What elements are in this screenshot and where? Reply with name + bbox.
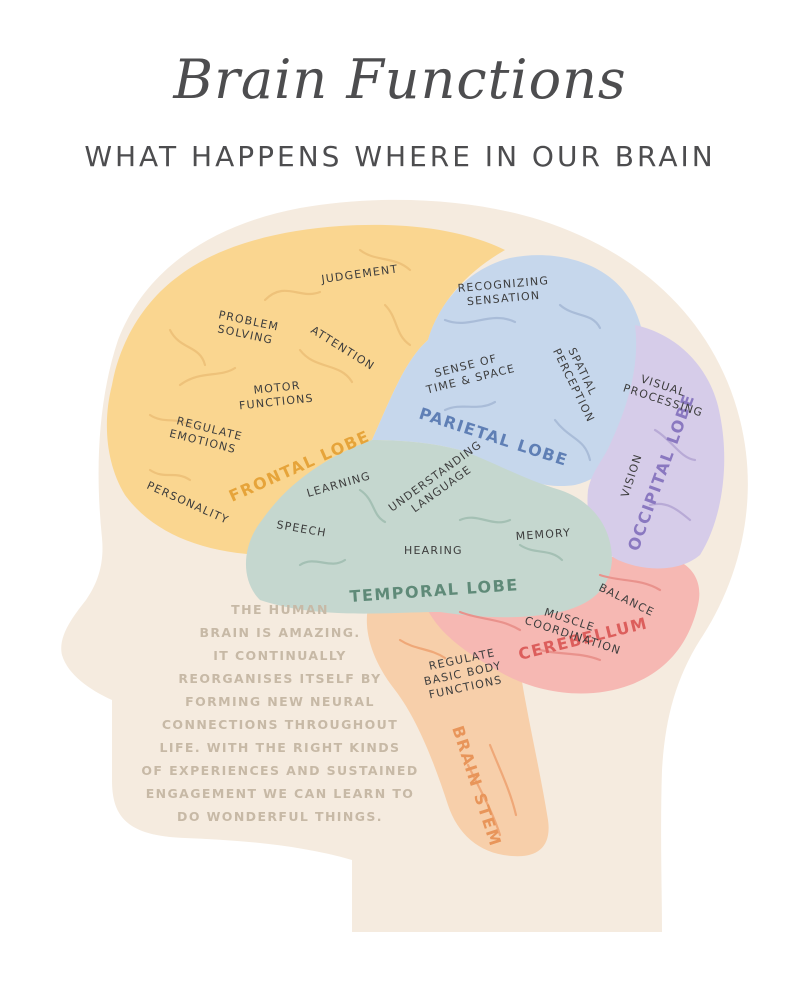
brain-fold-lines bbox=[148, 248, 697, 837]
page-title: Brain Functions bbox=[173, 48, 627, 111]
svg-text:MOTOR: MOTOR bbox=[253, 379, 301, 397]
hearing-label: HEARING bbox=[404, 544, 463, 557]
page-subtitle: WHAT HAPPENS WHERE IN OUR BRAIN bbox=[84, 140, 716, 173]
description-line: LIFE. WITH THE RIGHT KINDS bbox=[159, 740, 401, 755]
description-line: IT CONTINUALLY bbox=[213, 648, 347, 663]
frontal-lobe-region bbox=[106, 224, 505, 556]
description-line: CONNECTIONS THROUGHOUT bbox=[161, 717, 399, 732]
description-line: FORMING NEW NEURAL bbox=[185, 694, 375, 709]
memory-label: MEMORY bbox=[515, 526, 571, 543]
description-line: ENGAGEMENT WE CAN LEARN TO bbox=[145, 786, 415, 801]
description-line: THE HUMAN bbox=[231, 602, 329, 617]
recognizing-sensation-label: RECOGNIZING SENSATION bbox=[457, 274, 549, 308]
description-line: REORGANISES ITSELF BY bbox=[178, 671, 382, 686]
description-line: OF EXPERIENCES AND SUSTAINED bbox=[141, 763, 419, 778]
temporal-lobe-region bbox=[245, 440, 612, 618]
svg-text:SENSATION: SENSATION bbox=[466, 289, 541, 308]
description-line: BRAIN IS AMAZING. bbox=[199, 625, 361, 640]
description-line: DO WONDERFUL THINGS. bbox=[177, 809, 383, 824]
occipital-lobe-region bbox=[587, 325, 725, 569]
description-text: THE HUMAN BRAIN IS AMAZING. IT CONTINUAL… bbox=[140, 598, 420, 828]
